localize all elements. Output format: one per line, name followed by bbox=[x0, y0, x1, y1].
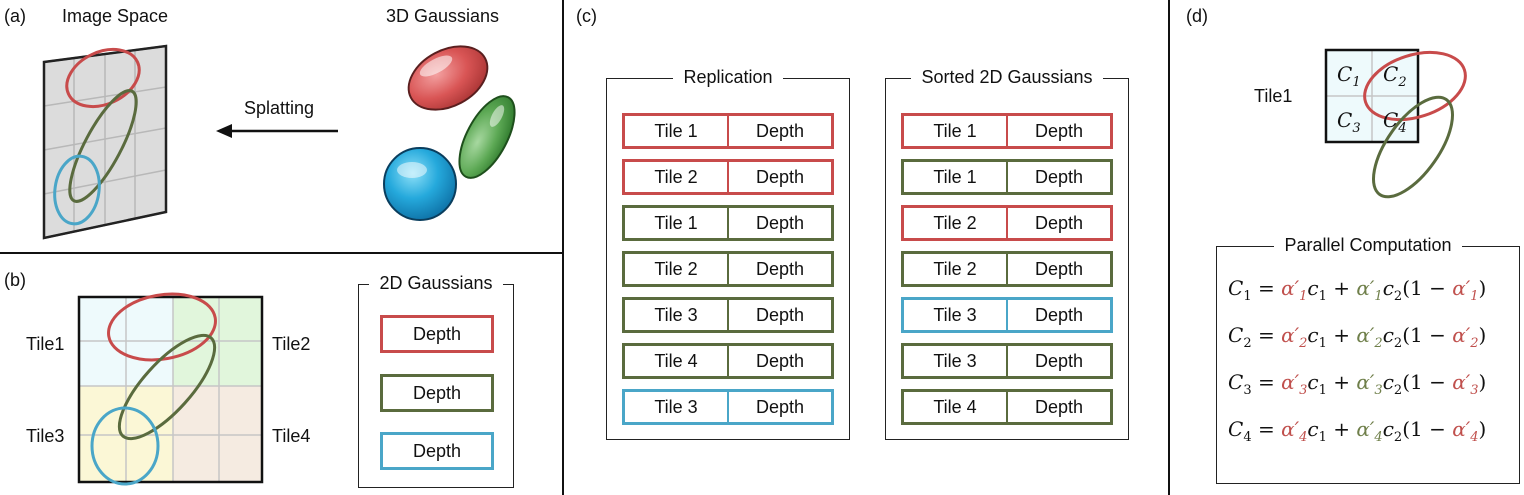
image-space-label: Image Space bbox=[62, 6, 169, 26]
green-ellipse-d bbox=[1371, 95, 1455, 199]
replication-depth-cell: Depth bbox=[755, 396, 805, 417]
red-ellipse-d bbox=[1363, 50, 1467, 122]
tile3-label: Tile3 bbox=[26, 426, 65, 446]
replication-depth-cell: Depth bbox=[755, 258, 805, 279]
replication-depth-cell: Depth bbox=[755, 212, 805, 233]
replication-tile-cell: Tile 4 bbox=[625, 346, 729, 376]
sorted-row: Tile 1 Depth bbox=[901, 113, 1113, 149]
blue-ellipse-tile bbox=[90, 406, 160, 486]
equation-c1: C1 = α′1c1 + α′1c2(1 − α′1) bbox=[1228, 276, 1487, 304]
equation-c3: C3 = α′3c1 + α′3c2(1 − α′3) bbox=[1228, 370, 1487, 398]
sorted-row: Tile 4 Depth bbox=[901, 389, 1113, 425]
equation-c4: C4 = α′4c1 + α′4c2(1 − α′4) bbox=[1228, 417, 1487, 445]
sorted-depth-cell: Depth bbox=[1034, 258, 1084, 279]
replication-row: Tile 4 Depth bbox=[622, 343, 834, 379]
replication-tile-cell: Tile 1 bbox=[625, 208, 729, 238]
sorted-row: Tile 2 Depth bbox=[901, 205, 1113, 241]
sorted-tile-cell: Tile 1 bbox=[904, 162, 1008, 192]
image-space-figure bbox=[42, 44, 516, 240]
green-ellipse-2d bbox=[68, 89, 138, 203]
equation-c2: C2 = α′2c1 + α′2c2(1 − α′2) bbox=[1228, 323, 1487, 351]
replication-tile-cell: Tile 3 bbox=[625, 300, 729, 330]
panel-c-tag: (c) bbox=[576, 6, 597, 26]
replication-tile-cell: Tile 2 bbox=[625, 254, 729, 284]
gaussians-3d-label: 3D Gaussians bbox=[386, 6, 500, 26]
replication-row: Tile 1 Depth bbox=[622, 205, 834, 241]
cell-c2: C2 bbox=[1383, 62, 1407, 90]
splatting-arrow bbox=[216, 124, 338, 138]
replication-row: Tile 3 Depth bbox=[622, 389, 834, 425]
replication-tile-cell: Tile 2 bbox=[625, 162, 729, 192]
divider-vertical-left bbox=[562, 0, 564, 495]
divider-vertical-right bbox=[1168, 0, 1170, 495]
replication-depth-cell: Depth bbox=[755, 304, 805, 325]
sorted-tile-cell: Tile 3 bbox=[904, 346, 1008, 376]
sorted-tile-cell: Tile 2 bbox=[904, 254, 1008, 284]
green-ellipse-tile bbox=[117, 333, 217, 441]
parallel-computation-box: Parallel Computation bbox=[1216, 235, 1520, 484]
replication-row: Tile 2 Depth bbox=[622, 251, 834, 287]
sorted-row: Tile 3 Depth bbox=[901, 297, 1113, 333]
sorted-row: Tile 1 Depth bbox=[901, 159, 1113, 195]
legend-item-green: Depth bbox=[380, 374, 494, 412]
replication-row: Tile 3 Depth bbox=[622, 297, 834, 333]
sorted-depth-cell: Depth bbox=[1034, 350, 1084, 371]
legend-2d-gaussians: 2D Gaussians bbox=[358, 273, 514, 488]
panel-a-tag: (a) bbox=[4, 6, 26, 26]
sorted-depth-cell: Depth bbox=[1034, 304, 1084, 325]
cell-c3: C3 bbox=[1337, 108, 1361, 136]
blue-gaussian-3d bbox=[383, 147, 457, 221]
sorted-tile-cell: Tile 1 bbox=[904, 116, 1008, 146]
legend-title: 2D Gaussians bbox=[369, 273, 503, 293]
blue-ellipse-2d bbox=[53, 154, 101, 226]
cell-c1: C1 bbox=[1337, 62, 1361, 90]
tile1-d-label: Tile1 bbox=[1254, 86, 1293, 106]
replication-tile-cell: Tile 1 bbox=[625, 116, 729, 146]
legend-item-blue: Depth bbox=[380, 432, 494, 470]
tile4-label: Tile4 bbox=[272, 426, 311, 446]
splatting-label: Splatting bbox=[244, 98, 315, 118]
sorted-tile-cell: Tile 2 bbox=[904, 208, 1008, 238]
sorted-depth-cell: Depth bbox=[1034, 212, 1084, 233]
sorted-depth-cell: Depth bbox=[1034, 166, 1084, 187]
divider-horizontal bbox=[0, 252, 563, 254]
replication-tile-cell: Tile 3 bbox=[625, 392, 729, 422]
replication-row: Tile 2 Depth bbox=[622, 159, 834, 195]
tile-grid-figure bbox=[77, 292, 264, 486]
tile1-label: Tile1 bbox=[26, 334, 65, 354]
sorted-tile-cell: Tile 3 bbox=[904, 300, 1008, 330]
replication-row: Tile 1 Depth bbox=[622, 113, 834, 149]
replication-title: Replication bbox=[673, 67, 783, 87]
panel-b-tag: (b) bbox=[4, 270, 26, 290]
sorted-title: Sorted 2D Gaussians bbox=[911, 67, 1103, 87]
replication-depth-cell: Depth bbox=[755, 120, 805, 141]
panel-d-tag: (d) bbox=[1186, 6, 1208, 26]
sorted-row: Tile 3 Depth bbox=[901, 343, 1113, 379]
replication-depth-cell: Depth bbox=[755, 166, 805, 187]
tile2-label: Tile2 bbox=[272, 334, 311, 354]
sorted-depth-cell: Depth bbox=[1034, 396, 1084, 417]
cell-c4: C4 bbox=[1383, 108, 1407, 136]
green-gaussian-3d bbox=[458, 95, 516, 179]
sorted-tile-cell: Tile 4 bbox=[904, 392, 1008, 422]
tile-detail-figure bbox=[1324, 48, 1467, 199]
replication-depth-cell: Depth bbox=[755, 350, 805, 371]
sorted-box: Sorted 2D Gaussians bbox=[885, 67, 1129, 440]
red-ellipse-tile bbox=[107, 292, 217, 362]
image-plane bbox=[42, 44, 168, 240]
replication-box: Replication bbox=[606, 67, 850, 440]
sorted-row: Tile 2 Depth bbox=[901, 251, 1113, 287]
red-gaussian-3d bbox=[407, 45, 489, 111]
parallel-computation-title: Parallel Computation bbox=[1274, 235, 1462, 255]
legend-item-red: Depth bbox=[380, 315, 494, 353]
sorted-depth-cell: Depth bbox=[1034, 120, 1084, 141]
